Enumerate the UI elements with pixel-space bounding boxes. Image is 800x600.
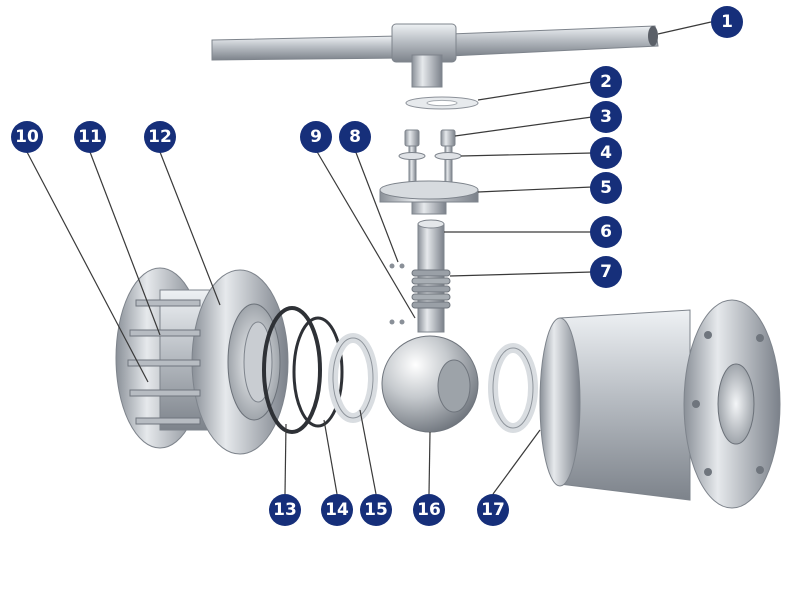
callout-marker	[413, 494, 445, 526]
callout-15: 15	[360, 494, 392, 526]
washers-part	[398, 152, 462, 160]
gland-flange-part	[379, 180, 479, 215]
callout-10: 10	[11, 121, 43, 153]
callout-7: 7	[590, 256, 622, 288]
callout-marker	[11, 121, 43, 153]
leader-16	[428, 431, 431, 495]
callout-number: 16	[417, 500, 441, 520]
callout-number: 9	[310, 127, 322, 147]
callout-number: 5	[600, 178, 612, 198]
leader-11	[89, 151, 161, 336]
leader-7	[449, 271, 593, 277]
right-valve-body-part	[539, 299, 781, 509]
callout-5: 5	[590, 172, 622, 204]
packing-rings-part	[411, 269, 451, 309]
callout-number: 11	[78, 127, 102, 147]
callout-marker	[144, 121, 176, 153]
ball-part	[381, 335, 479, 433]
callout-9: 9	[300, 121, 332, 153]
callout-12: 12	[144, 121, 176, 153]
callout-number: 10	[15, 127, 39, 147]
leader-13	[284, 423, 287, 495]
stem-gasket-part	[405, 96, 479, 110]
callout-16: 16	[413, 494, 445, 526]
seat-ring-right-part	[488, 343, 538, 433]
callout-marker	[590, 256, 622, 288]
leader-8	[354, 149, 399, 263]
callout-2: 2	[590, 66, 622, 98]
callout-4: 4	[590, 137, 622, 169]
leader-10	[26, 151, 149, 383]
callout-number: 2	[600, 72, 612, 92]
callout-17: 17	[477, 494, 509, 526]
callout-number: 6	[600, 222, 612, 242]
body-bolts-part	[127, 299, 201, 425]
leader-17	[492, 429, 541, 495]
callout-number: 8	[349, 127, 361, 147]
leader-1	[657, 21, 712, 35]
callout-marker	[590, 101, 622, 133]
callout-number: 4	[600, 143, 612, 163]
leader-lines	[26, 21, 712, 495]
callout-number: 7	[600, 262, 612, 282]
callout-marker	[300, 121, 332, 153]
callout-marker	[590, 137, 622, 169]
leader-14	[323, 419, 338, 495]
o-ring-outer-part	[262, 306, 322, 434]
callout-number: 1	[721, 12, 733, 32]
callout-number: 13	[273, 500, 297, 520]
o-ring-inner-part	[292, 316, 344, 428]
seat-ring-left-part	[328, 333, 378, 423]
callout-marker	[360, 494, 392, 526]
callout-number: 17	[481, 500, 505, 520]
callout-11: 11	[74, 121, 106, 153]
handle-part	[211, 23, 659, 88]
callout-marker	[269, 494, 301, 526]
callout-marker	[339, 121, 371, 153]
callout-number: 12	[148, 127, 172, 147]
callout-marker	[711, 6, 743, 38]
small-pins-part	[389, 263, 405, 325]
leader-15	[359, 409, 377, 495]
leader-12	[159, 151, 221, 306]
callout-13: 13	[269, 494, 301, 526]
leader-3	[454, 116, 593, 137]
callout-marker	[74, 121, 106, 153]
callout-1: 1	[711, 6, 743, 38]
callout-number: 15	[364, 500, 388, 520]
leader-5	[477, 186, 593, 193]
leader-2	[477, 81, 593, 101]
callout-3: 3	[590, 101, 622, 133]
leader-9	[315, 149, 416, 319]
callout-6: 6	[590, 216, 622, 248]
callout-8: 8	[339, 121, 371, 153]
callout-marker	[590, 66, 622, 98]
callout-marker	[590, 172, 622, 204]
callout-14: 14	[321, 494, 353, 526]
callout-marker	[590, 216, 622, 248]
callout-number: 3	[600, 107, 612, 127]
callout-marker	[321, 494, 353, 526]
leader-4	[460, 152, 593, 157]
callout-number: 14	[325, 500, 349, 520]
callout-marker	[477, 494, 509, 526]
